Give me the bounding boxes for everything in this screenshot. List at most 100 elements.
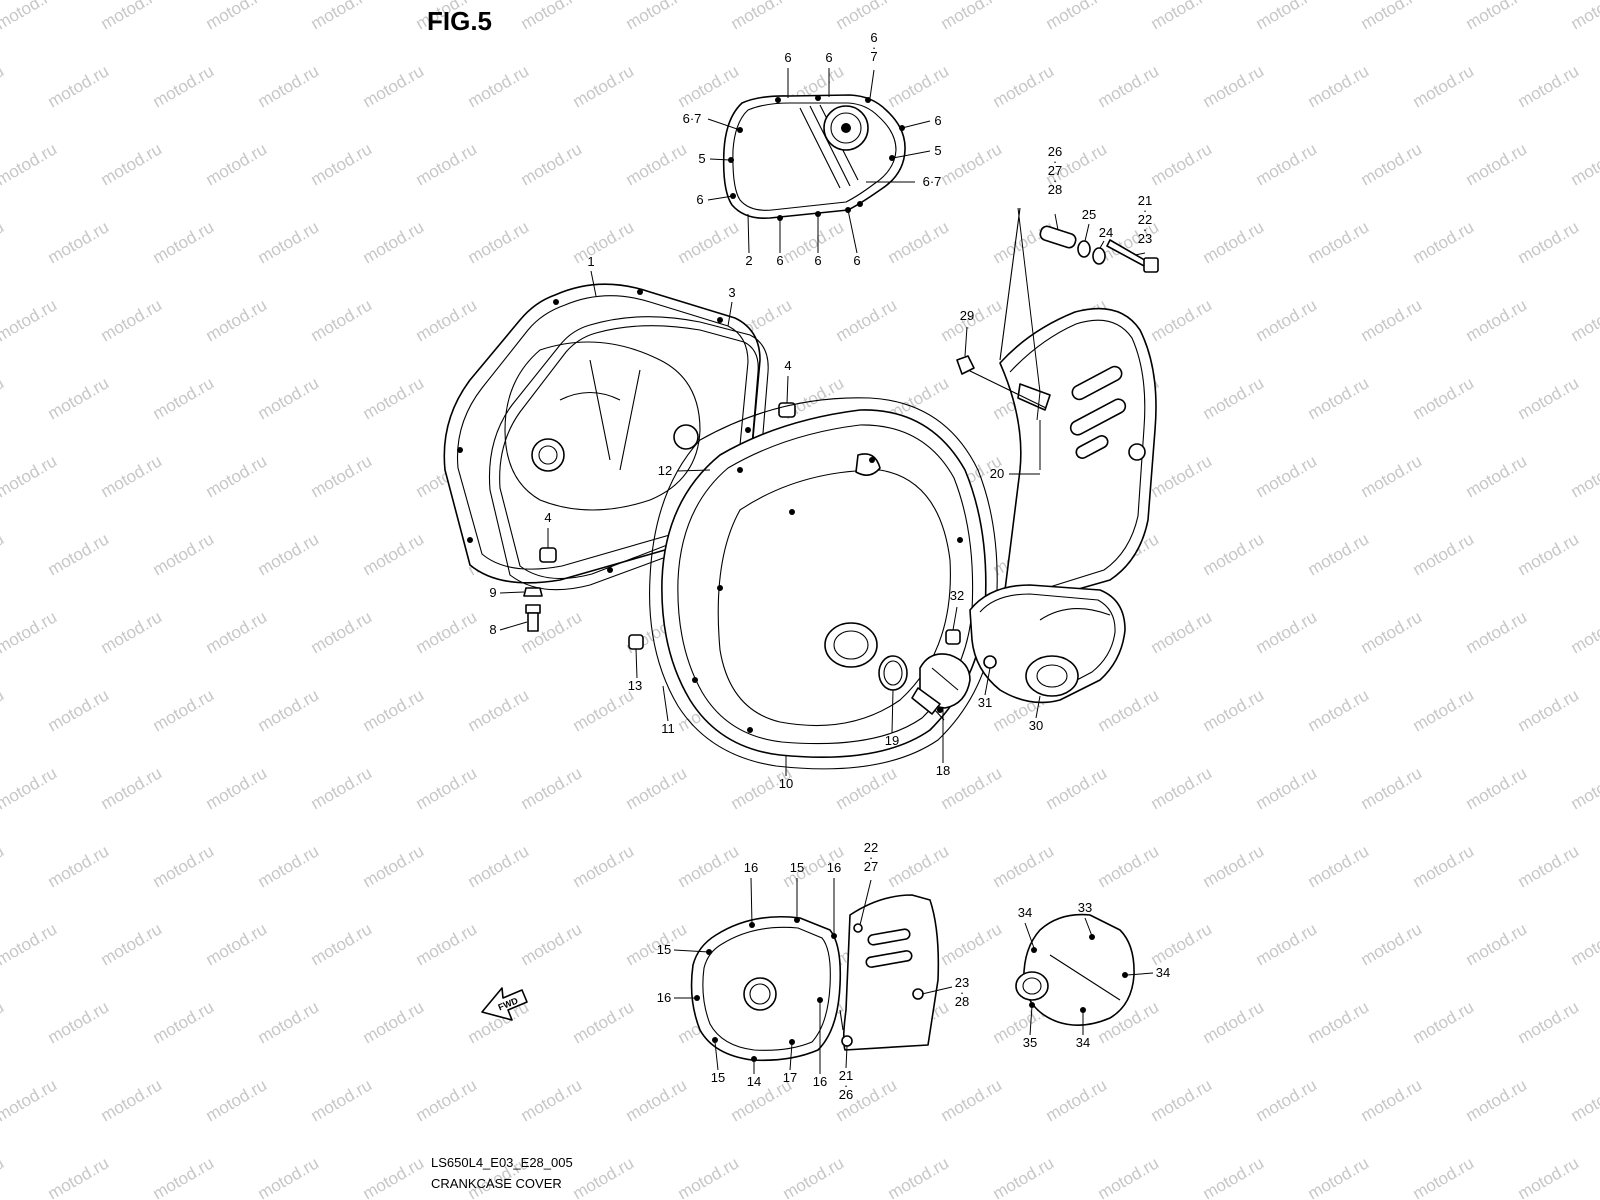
- watermark-text: motod.ru: [1200, 997, 1268, 1047]
- watermark-text: motod.ru: [833, 295, 901, 345]
- watermark-text: motod.ru: [1253, 607, 1321, 657]
- watermark-text: motod.ru: [255, 841, 323, 891]
- watermark-text: motod.ru: [833, 763, 901, 813]
- watermark-text: motod.ru: [1148, 1075, 1216, 1125]
- callout-number: 26: [839, 1087, 853, 1102]
- leader-line: [921, 986, 953, 995]
- watermark-text: motod.ru: [0, 373, 7, 423]
- watermark-text: motod.ru: [360, 217, 428, 267]
- figure-title: FIG.5: [427, 6, 492, 36]
- watermark-text: motod.ru: [1515, 1153, 1583, 1200]
- watermark-text: motod.ru: [1305, 61, 1373, 111]
- watermark-text: motod.ru: [203, 763, 271, 813]
- watermark-text: motod.ru: [1568, 607, 1600, 657]
- watermark-text: motod.ru: [98, 0, 166, 33]
- watermark-text: motod.ru: [45, 685, 113, 735]
- watermark-text: motod.ru: [1410, 1153, 1478, 1200]
- watermark-text: motod.ru: [98, 607, 166, 657]
- watermark-text: motod.ru: [780, 1153, 848, 1200]
- magneto-gasket-drawing: [649, 397, 998, 770]
- callout-label: 12: [658, 463, 672, 478]
- watermark-text: motod.ru: [0, 763, 60, 813]
- watermark-text: motod.ru: [623, 0, 691, 33]
- callout-label: 16: [744, 860, 758, 875]
- watermark-text: motod.ru: [1568, 1075, 1600, 1125]
- watermark-text: motod.ru: [1463, 0, 1531, 33]
- callout-number: 21: [1138, 193, 1152, 208]
- watermark-text: motod.ru: [1463, 763, 1531, 813]
- callout-stack: 6·7: [870, 30, 877, 64]
- leader-line: [709, 158, 731, 161]
- footer-code: LS650L4_E03_E28_005: [431, 1155, 573, 1170]
- gearshift-cover-drawing: [945, 584, 1126, 704]
- watermark-text: motod.ru: [1305, 373, 1373, 423]
- callout-stack: 26·27·28: [1048, 144, 1062, 197]
- watermark-text: motod.ru: [1043, 763, 1111, 813]
- leader-line: [869, 69, 875, 99]
- bottom-gearshift-cover-drawing: [1015, 913, 1135, 1026]
- watermark-text: motod.ru: [1305, 529, 1373, 579]
- watermark-text: motod.ru: [203, 295, 271, 345]
- callout-label: 3: [728, 285, 735, 300]
- watermark-text: motod.ru: [308, 139, 376, 189]
- leader-line: [1024, 922, 1035, 949]
- watermark-text: motod.ru: [308, 1075, 376, 1125]
- watermark-text: motod.ru: [833, 0, 901, 33]
- watermark-text: motod.ru: [1305, 1153, 1373, 1200]
- watermark-text: motod.ru: [413, 607, 481, 657]
- callout-label: 29: [960, 308, 974, 323]
- callout-label: 11: [661, 721, 675, 736]
- watermark-text: motod.ru: [1410, 61, 1478, 111]
- watermark-text: motod.ru: [360, 841, 428, 891]
- watermark-text: motod.ru: [255, 997, 323, 1047]
- watermark-text: motod.ru: [98, 451, 166, 501]
- watermark-text: motod.ru: [728, 0, 796, 33]
- watermark-text: motod.ru: [518, 1075, 586, 1125]
- leader-line: [1029, 1005, 1033, 1036]
- watermark-text: motod.ru: [98, 1075, 166, 1125]
- leader-line: [1084, 917, 1093, 937]
- watermark-text: motod.ru: [45, 841, 113, 891]
- callout-label: 34: [1156, 965, 1170, 980]
- callout-separator: ·: [844, 1078, 848, 1093]
- callout-number: 27: [864, 859, 878, 874]
- callout-stack: 22·27: [864, 840, 878, 874]
- watermark-text: motod.ru: [1305, 685, 1373, 735]
- callout-stack: 21·26: [839, 1068, 853, 1102]
- callout-label: 6: [934, 113, 941, 128]
- watermark-text: motod.ru: [413, 1075, 481, 1125]
- watermark-text: motod.ru: [0, 0, 60, 33]
- callout-label: 20: [990, 466, 1004, 481]
- callout-number: 28: [955, 994, 969, 1009]
- watermark-text: motod.ru: [1200, 685, 1268, 735]
- watermark-text: motod.ru: [1148, 295, 1216, 345]
- watermark-text: motod.ru: [1410, 373, 1478, 423]
- watermark-text: motod.ru: [1515, 529, 1583, 579]
- watermark-text: motod.ru: [570, 217, 638, 267]
- callout-label: 5: [698, 151, 705, 166]
- watermark-text: motod.ru: [98, 139, 166, 189]
- watermark-text: motod.ru: [938, 919, 1006, 969]
- watermark-text: motod.ru: [255, 685, 323, 735]
- watermark-text: motod.ru: [1148, 451, 1216, 501]
- leader-line: [499, 591, 525, 594]
- watermark-text: motod.ru: [308, 451, 376, 501]
- watermark-text: motod.ru: [1253, 919, 1321, 969]
- watermark-text: motod.ru: [1410, 217, 1478, 267]
- watermark-text: motod.ru: [98, 919, 166, 969]
- leader-line: [964, 326, 968, 357]
- leader-lines: [499, 68, 1154, 1074]
- leader-line: [789, 1042, 793, 1071]
- watermark-text: motod.ru: [1200, 373, 1268, 423]
- watermark-text: motod.ru: [0, 451, 60, 501]
- watermark-text: motod.ru: [675, 61, 743, 111]
- watermark-text: motod.ru: [150, 841, 218, 891]
- watermark-text: motod.ru: [1410, 685, 1478, 735]
- leader-line: [891, 689, 894, 734]
- watermark-text: motod.ru: [1253, 139, 1321, 189]
- callout-label: 5: [934, 143, 941, 158]
- watermark-text: motod.ru: [0, 61, 7, 111]
- watermark-text: motod.ru: [990, 1153, 1058, 1200]
- watermark-text: motod.ru: [150, 217, 218, 267]
